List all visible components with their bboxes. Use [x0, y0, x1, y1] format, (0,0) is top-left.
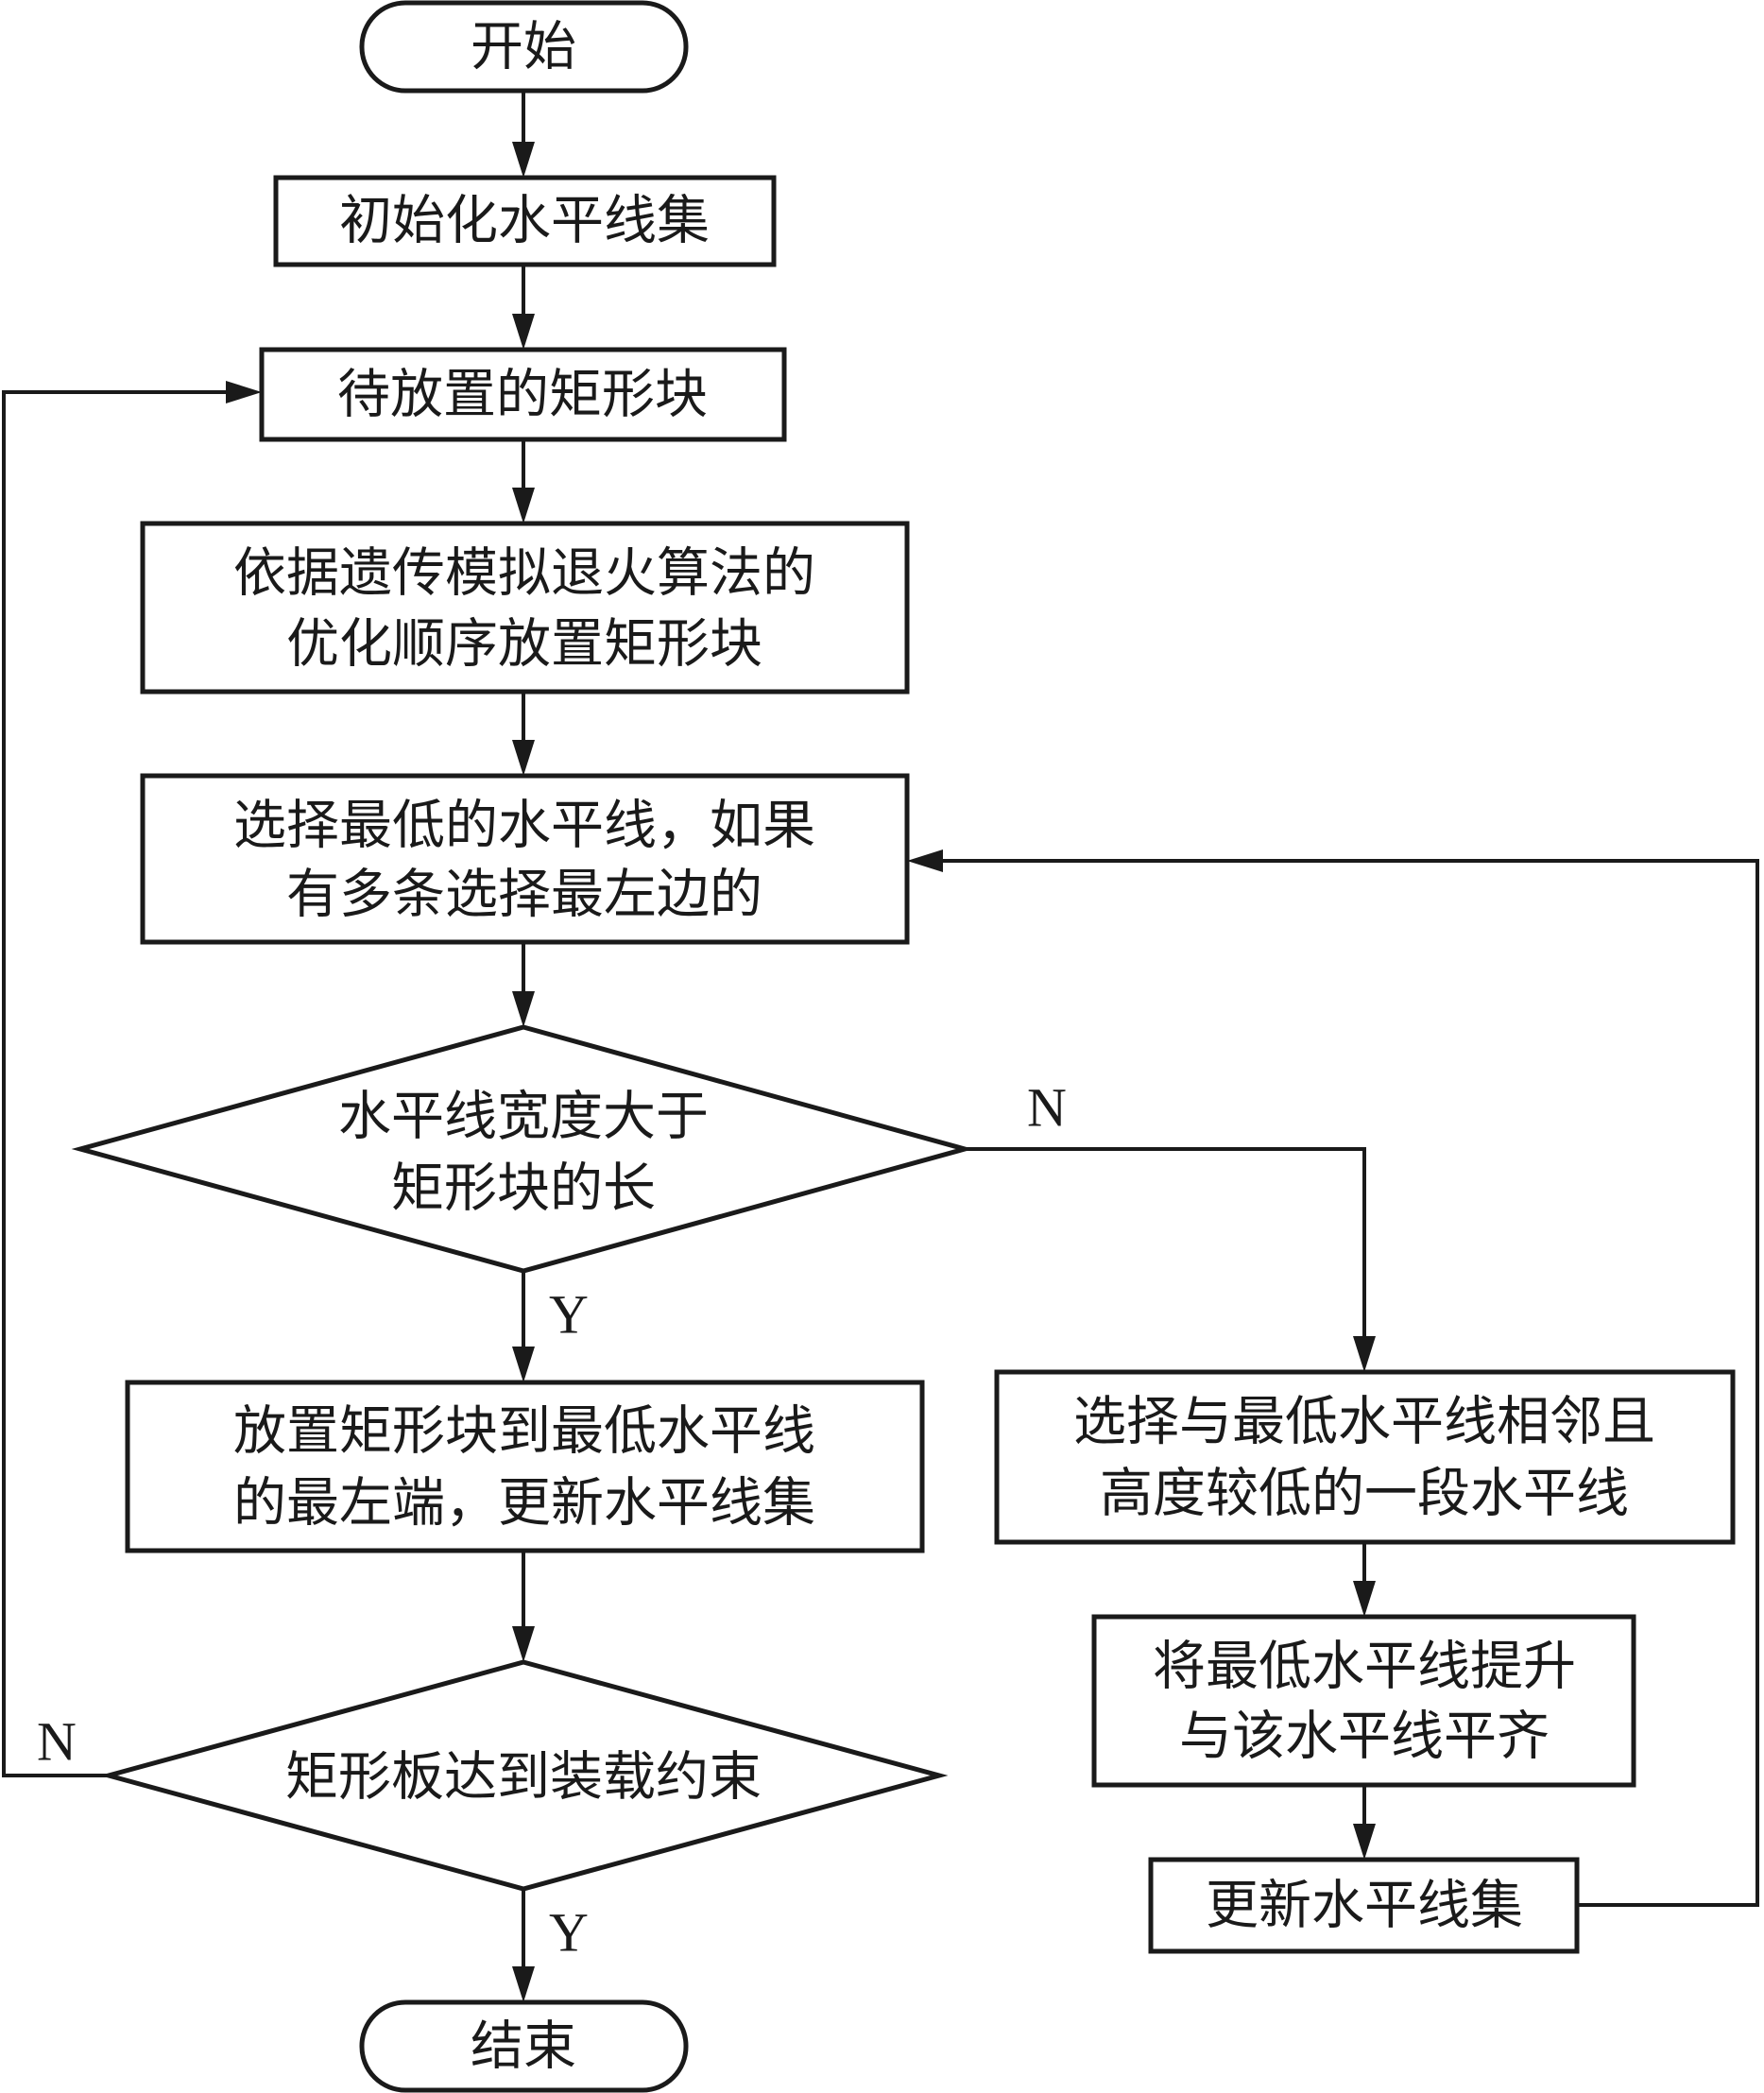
terminal-shape: [359, 1999, 689, 2093]
process-box: [273, 175, 777, 267]
node-label: 更新水平线集: [1206, 1876, 1523, 1937]
arrowhead-down: [512, 1347, 535, 1382]
process-box: [994, 1369, 1736, 1545]
node-select-adjacent[interactable]: 选择与最低水平线相邻且 高度较低的一段水平线: [994, 1369, 1736, 1545]
node-label-line-2: 的最左端，更新水平线集: [233, 1473, 815, 1535]
node-label-line-1: 水平线宽度大于: [338, 1087, 709, 1148]
connectors: [2, 91, 1759, 1976]
decision-diamond: [99, 1659, 949, 1892]
node-label: 待放置的矩形块: [337, 365, 708, 426]
edge-labels: N Y N Y: [37, 1077, 1067, 1964]
node-end[interactable]: 结束: [359, 1999, 689, 2093]
arrowhead-down: [1353, 1336, 1376, 1372]
arrowhead-down: [512, 1626, 535, 1662]
node-start[interactable]: 开始: [359, 0, 689, 94]
process-box: [259, 347, 787, 442]
decision-diamond: [71, 1024, 974, 1274]
node-label: 结束: [471, 2016, 576, 2078]
node-width-check[interactable]: 水平线宽度大于 矩形块的长: [71, 1024, 974, 1274]
process-box: [140, 521, 910, 695]
arrowhead-left: [907, 849, 943, 872]
arrowhead-down: [512, 1966, 535, 2002]
node-select-lowest[interactable]: 选择最低的水平线，如果 有多条选择最左边的: [140, 773, 910, 945]
node-label-line-2: 优化顺序放置矩形块: [286, 614, 762, 676]
process-box: [140, 773, 910, 945]
arrowheads: [226, 142, 1376, 2002]
edge-label-load-check-yes: Y: [549, 1902, 589, 1964]
node-label-line-1: 放置矩形块到最低水平线: [233, 1401, 815, 1463]
arrowhead-down: [512, 991, 535, 1027]
node-label: 矩形板达到装载约束: [285, 1747, 762, 1809]
node-load-check[interactable]: 矩形板达到装载约束: [99, 1659, 949, 1892]
node-update-lines[interactable]: 更新水平线集: [1148, 1857, 1580, 1954]
terminal-shape: [359, 0, 689, 94]
node-raise-lowest[interactable]: 将最低水平线提升 与该水平线平齐: [1091, 1614, 1636, 1788]
node-label-line-2: 有多条选择最左边的: [286, 865, 762, 926]
node-label-line-2: 与该水平线平齐: [1179, 1707, 1550, 1768]
arrowhead-down: [512, 142, 535, 178]
arrowhead-down: [512, 488, 535, 523]
node-init-lines[interactable]: 初始化水平线集: [273, 175, 777, 267]
edge-loadcheck-no: [2, 390, 235, 1777]
process-box: [1091, 1614, 1636, 1788]
edge-label-width-check-yes: Y: [549, 1284, 589, 1346]
edge-update-to-select: [933, 859, 1759, 1907]
node-pending-rect[interactable]: 待放置的矩形块: [259, 347, 787, 442]
node-label: 初始化水平线集: [339, 191, 710, 252]
arrowhead-down: [512, 740, 535, 776]
node-label: 开始: [471, 17, 576, 78]
node-place-by-ga-sa[interactable]: 依据遗传模拟退火算法的 优化顺序放置矩形块: [140, 521, 910, 695]
edge-label-load-check-no: N: [37, 1711, 77, 1773]
edge-label-width-check-no: N: [1027, 1077, 1067, 1139]
arrowhead-right: [226, 381, 262, 403]
node-label-line-1: 将最低水平线提升: [1153, 1637, 1576, 1698]
arrowhead-down: [1353, 1581, 1376, 1617]
node-label-line-1: 选择最低的水平线，如果: [233, 796, 815, 857]
node-place-leftmost[interactable]: 放置矩形块到最低水平线 的最左端，更新水平线集: [125, 1380, 925, 1553]
edge-widthcheck-no: [965, 1147, 1366, 1346]
process-box: [125, 1380, 925, 1553]
arrowhead-down: [1353, 1824, 1376, 1860]
node-label-line-1: 选择与最低水平线相邻且: [1073, 1392, 1655, 1453]
node-label-line-1: 依据遗传模拟退火算法的: [233, 543, 815, 605]
node-label-line-2: 矩形块的长: [391, 1158, 656, 1220]
node-label-line-2: 高度较低的一段水平线: [1100, 1464, 1629, 1525]
process-box: [1148, 1857, 1580, 1954]
arrowhead-down: [512, 314, 535, 350]
